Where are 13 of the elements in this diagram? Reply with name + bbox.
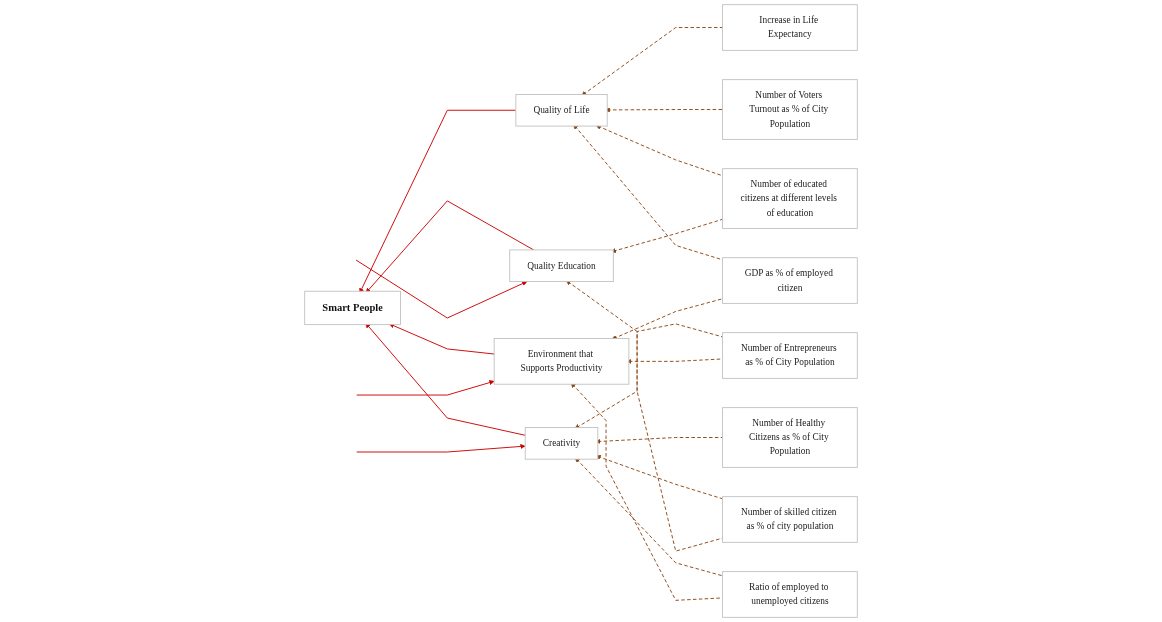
node-box: Quality of Life	[515, 94, 608, 127]
node-box: GDP as % of employed citizen	[722, 257, 858, 304]
node-box: Number of skilled citizen as % of city population	[722, 496, 858, 543]
node-box: Quality Education	[509, 249, 614, 282]
node-box: Increase in Life Expectancy	[722, 4, 858, 51]
node-box: Environment that Supports Productivity	[493, 338, 630, 385]
node-box: Number of Voters Turnout as % of City Population	[722, 79, 858, 140]
node-box: Smart People	[304, 290, 401, 326]
node-box: Number of Entrepreneurs as % of City Population	[722, 332, 858, 379]
node-box: Number of educated citizens at different levels of education	[722, 168, 858, 229]
node-box: Number of Healthy Citizens as % of City Population	[722, 407, 858, 468]
node-box: Creativity	[524, 427, 599, 460]
node-box: Ratio of employed to unemployed citizens	[722, 571, 858, 618]
